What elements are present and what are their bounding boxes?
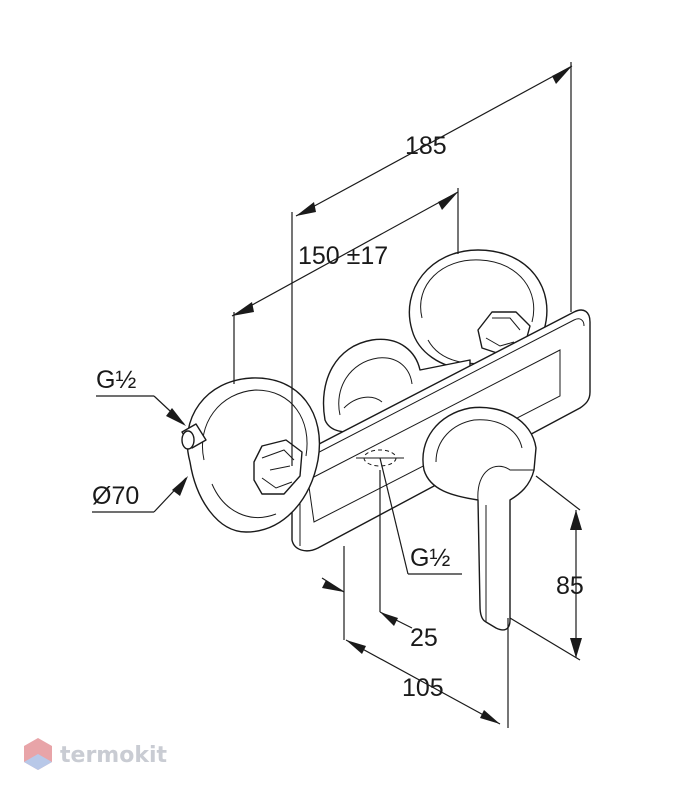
dimension-label-85: 85: [556, 572, 584, 600]
front-escutcheon: [181, 377, 320, 533]
watermark-brand: termokit: [60, 743, 167, 768]
dimension-label-150: 150 ±17: [298, 242, 388, 270]
lever-handle: [422, 406, 537, 631]
inlet-thread-leader: [96, 395, 186, 426]
escutcheon-diameter-leader: [92, 476, 188, 513]
outlet-thread-label: G½: [410, 544, 450, 572]
escutcheon-diameter-label: Ø70: [92, 482, 139, 510]
dimension-105: [345, 618, 509, 728]
termokit-logo-icon: [24, 738, 52, 770]
dimension-label-185: 185: [405, 132, 447, 160]
dimension-185: [291, 62, 573, 466]
dimension-25: [321, 470, 413, 640]
outlet-thread-leader: [379, 457, 462, 575]
dimension-150: [231, 188, 459, 384]
inlet-thread-label: G½: [96, 366, 136, 394]
dimension-85: [509, 475, 582, 661]
dimension-label-105: 105: [402, 674, 444, 702]
dimension-label-25: 25: [410, 624, 438, 652]
